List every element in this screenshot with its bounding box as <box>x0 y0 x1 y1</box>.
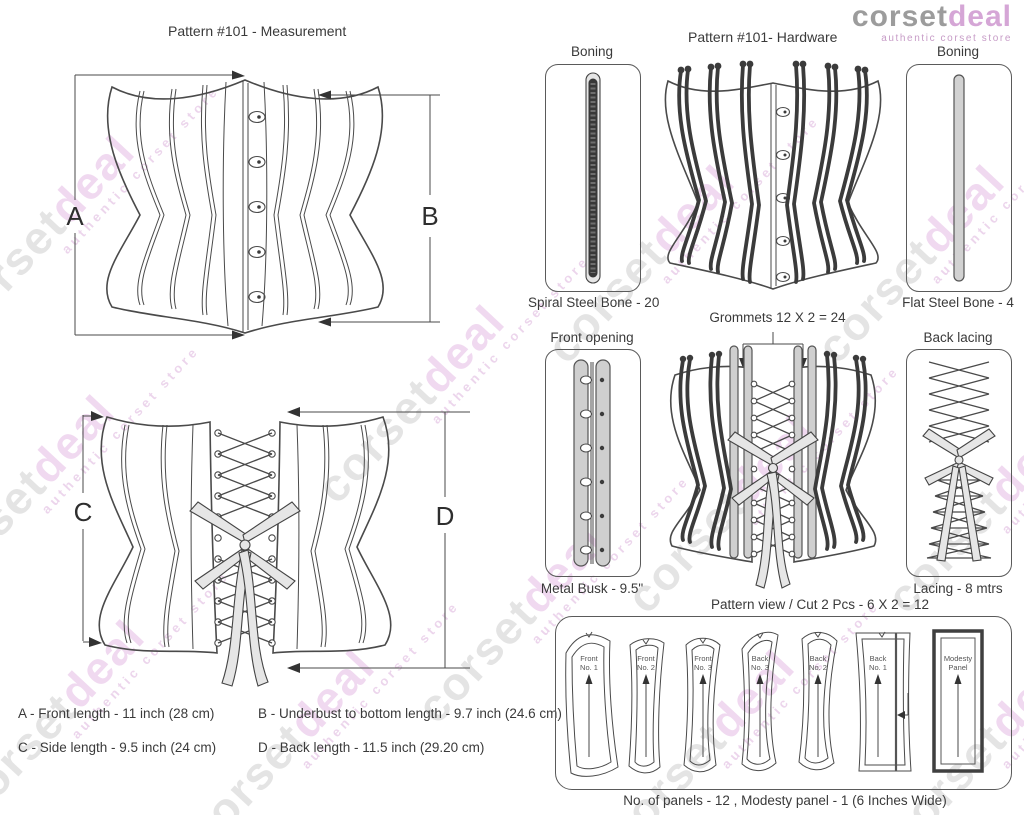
measure-c: C <box>74 411 104 647</box>
svg-text:Modesty: Modesty <box>944 654 973 663</box>
label-d: D <box>436 501 455 531</box>
flat-bone-label: Boning <box>936 44 980 59</box>
spiral-bone-box <box>545 64 641 292</box>
label-b: B <box>421 201 438 231</box>
svg-text:Front: Front <box>580 654 598 663</box>
panel-seams-left <box>135 81 229 327</box>
corset-outline <box>664 79 882 290</box>
lacing-caption: Lacing - 8 mtrs <box>913 581 1003 596</box>
lacing-bow <box>727 431 819 589</box>
flat-bone-caption: Flat Steel Bone - 4 <box>902 295 1014 310</box>
pattern-piece: Modesty Panel <box>932 629 984 773</box>
note-underbust-length: B - Underbust to bottom length - 9.7 inc… <box>258 706 562 721</box>
svg-text:No. 3: No. 3 <box>751 663 769 672</box>
measure-a: A <box>66 70 245 340</box>
svg-text:Back: Back <box>752 654 769 663</box>
grommets-label: Grommets 12 X 2 = 24 <box>709 310 846 325</box>
corset-left-half <box>98 416 218 654</box>
measure-b: B <box>318 90 440 327</box>
back-corset-measurement-diagram: C D <box>74 407 470 687</box>
flat-bone-box <box>906 64 1012 292</box>
logo-tagline: authentic corset store <box>881 33 1012 44</box>
front-corset-measurement-diagram: A B <box>66 70 440 340</box>
spiral-bone-drawing <box>585 72 601 284</box>
note-side-length: C - Side length - 9.5 inch (24 cm) <box>18 740 217 755</box>
front-opening-label: Front opening <box>550 330 634 345</box>
svg-text:No. 1: No. 1 <box>580 663 598 672</box>
svg-text:No. 2: No. 2 <box>637 663 655 672</box>
brand-logo: corsetdeal authentic corset store <box>852 2 1012 44</box>
svg-text:No. 1: No. 1 <box>869 663 887 672</box>
corset-outline <box>106 79 384 334</box>
busk-loops <box>248 110 266 304</box>
logo-corset-text: corset <box>851 0 948 33</box>
lacing-bow <box>922 428 996 562</box>
pattern-piece: Front No. 1 <box>565 631 619 777</box>
hardware-front-corset-diagram <box>664 60 882 290</box>
flat-bone-drawing <box>953 74 965 282</box>
corset-left-half <box>669 345 753 563</box>
corset-right-half <box>793 345 877 563</box>
spiral-bone-caption: Spiral Steel Bone - 20 <box>528 295 660 310</box>
pattern-view-title: Pattern view / Cut 2 Pcs - 6 X 2 = 12 <box>711 597 929 612</box>
back-lacing-label: Back lacing <box>923 330 993 345</box>
hardware-back-corset-diagram <box>669 332 877 589</box>
logo-deal-text: deal <box>947 0 1012 33</box>
pattern-piece: Front No. 3 <box>683 637 721 773</box>
lacing-bow <box>189 501 301 687</box>
pattern-pieces-drawing: Front No. 1 Front No. 2 Front No. 3 <box>565 629 984 777</box>
busk-drawing <box>573 359 611 567</box>
svg-text:Back: Back <box>810 654 827 663</box>
busk-center-line <box>242 81 266 332</box>
pattern-view-box: Front No. 1 Front No. 2 Front No. 3 <box>555 616 1012 790</box>
spiral-bones-left <box>677 60 761 284</box>
svg-text:Back: Back <box>870 654 887 663</box>
lacing-box <box>906 349 1012 577</box>
spiral-bone-label: Boning <box>570 44 614 59</box>
busk-hooks <box>579 375 605 555</box>
pattern-piece: Back No. 2 <box>798 631 838 771</box>
note-front-length: A - Front length - 11 inch (28 cm) <box>18 706 215 721</box>
svg-text:Panel: Panel <box>948 663 968 672</box>
panel-seams-right <box>261 81 355 327</box>
spiral-bones-right <box>785 60 869 284</box>
pattern-view-caption: No. of panels - 12 , Modesty panel - 1 (… <box>623 793 947 808</box>
lacing-drawing <box>922 361 996 562</box>
measurement-section-title: Pattern #101 - Measurement <box>168 23 347 39</box>
label-c: C <box>74 497 93 527</box>
busk-caption: Metal Busk - 9.5" <box>540 581 644 596</box>
pattern-piece: Back No. 1 <box>855 631 912 772</box>
svg-text:No. 3: No. 3 <box>694 663 712 672</box>
svg-text:Front: Front <box>637 654 655 663</box>
label-a: A <box>66 201 84 231</box>
pattern-piece: Back No. 3 <box>741 631 779 772</box>
svg-text:No. 2: No. 2 <box>809 663 827 672</box>
busk-box <box>545 349 641 577</box>
measure-d: D <box>287 407 470 673</box>
busk-center <box>770 83 791 288</box>
note-back-length: D - Back length - 11.5 inch (29.20 cm) <box>258 740 485 755</box>
svg-text:Front: Front <box>694 654 712 663</box>
hardware-section-title: Pattern #101- Hardware <box>688 29 838 45</box>
corset-right-half <box>272 416 392 654</box>
pattern-piece: Front No. 2 <box>628 638 665 774</box>
